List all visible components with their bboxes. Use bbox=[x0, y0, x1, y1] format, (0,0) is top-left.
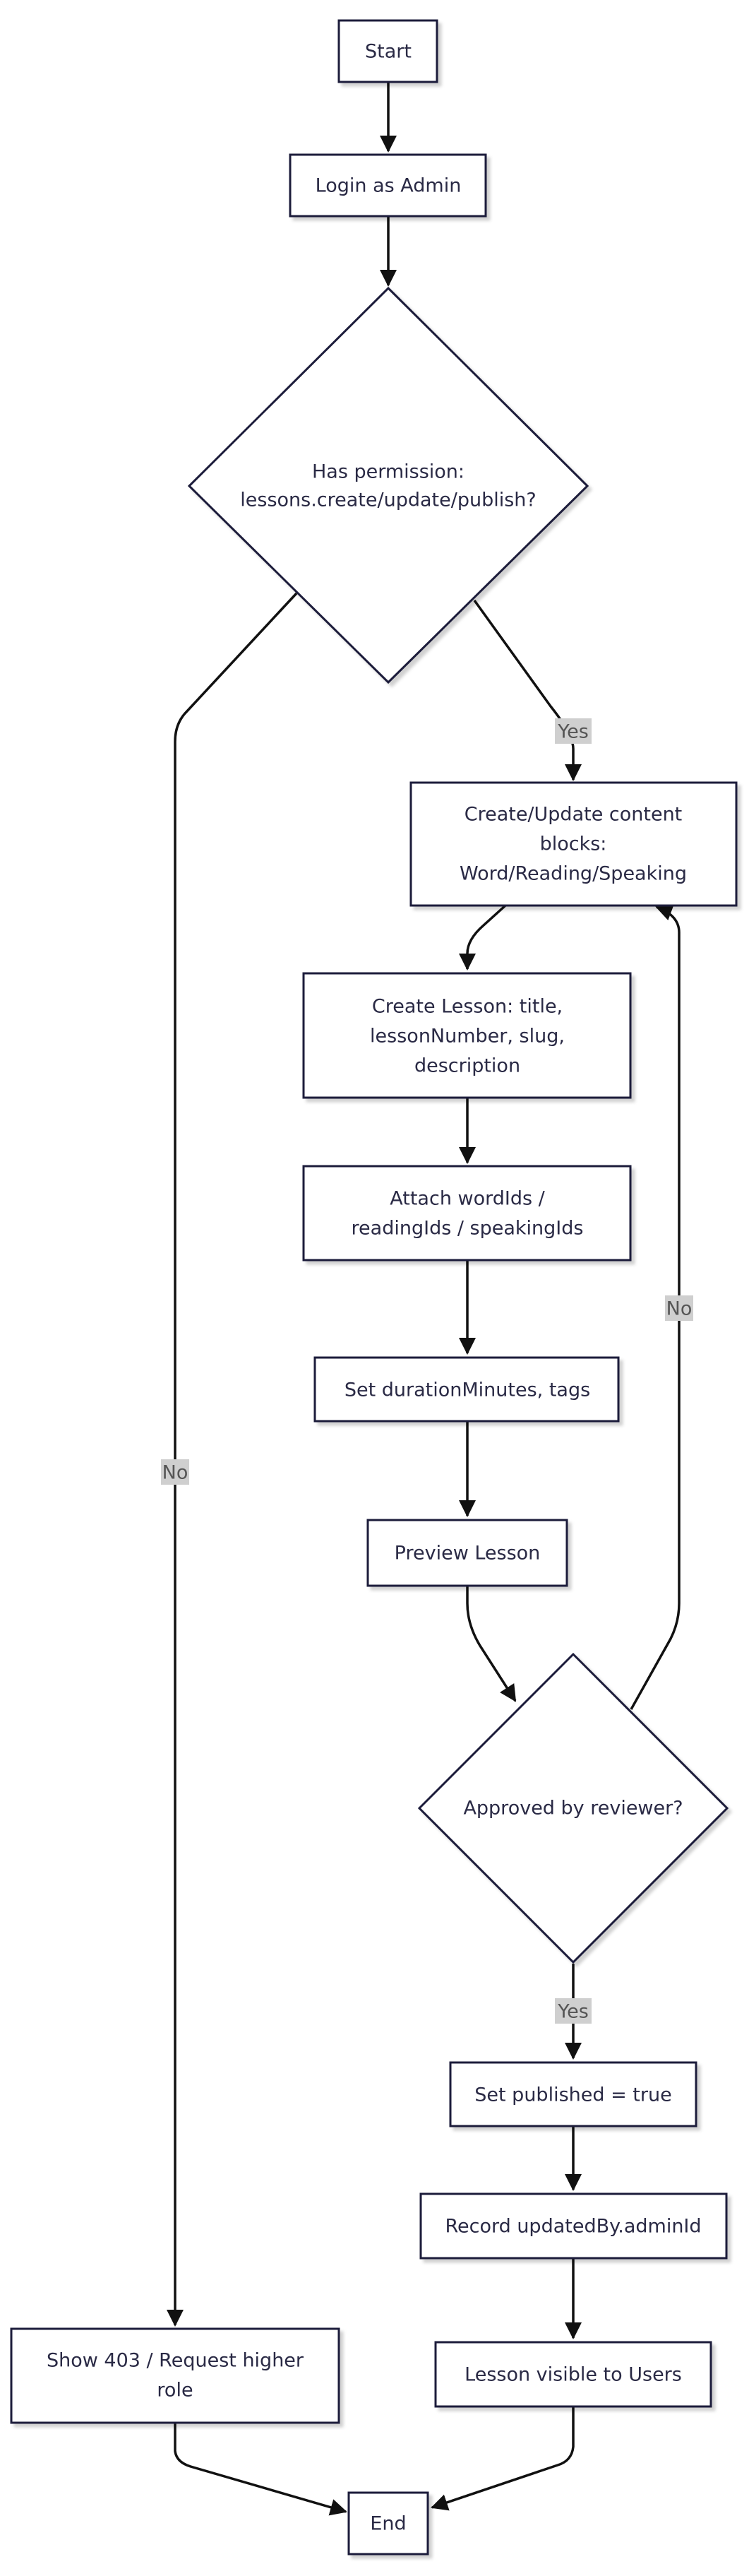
node-permission-label-1: Has permission: bbox=[312, 461, 465, 483]
edge-label-bg bbox=[555, 718, 592, 744]
node-attach-ids-label-1: Attach wordIds / bbox=[390, 1188, 545, 1210]
node-start: Start bbox=[337, 19, 438, 83]
node-visible-label: Lesson visible to Users bbox=[465, 2364, 682, 2386]
edges bbox=[167, 82, 681, 2516]
node-create-lesson-label-2: lessonNumber, slug, bbox=[370, 1026, 565, 1047]
nodes: Start Login as Admin Has permission: les… bbox=[10, 19, 738, 2556]
node-approved-label: Approved by reviewer? bbox=[463, 1798, 683, 1820]
node-preview: Preview Lesson bbox=[366, 1519, 568, 1587]
node-permission: Has permission: lessons.create/update/pu… bbox=[187, 286, 589, 684]
node-attach-ids: Attach wordIds / readingIds / speakingId… bbox=[302, 1165, 632, 1262]
node-visible: Lesson visible to Users bbox=[434, 2341, 712, 2408]
edge-label-bg bbox=[665, 1295, 693, 1321]
node-content-blocks-label-1: Create/Update content bbox=[465, 804, 683, 826]
edge-permission-no bbox=[167, 592, 298, 2327]
edge-visible-end bbox=[431, 2406, 575, 2511]
node-show-403-label-2: role bbox=[157, 2380, 193, 2402]
node-set-duration: Set durationMinutes, tags bbox=[313, 1356, 620, 1423]
node-attach-ids-label-2: readingIds / speakingIds bbox=[352, 1218, 584, 1240]
edge-label-bg bbox=[161, 1459, 189, 1485]
edge-preview-approved bbox=[466, 1586, 517, 1702]
node-login-label: Login as Admin bbox=[316, 175, 462, 197]
node-set-published: Set published = true bbox=[449, 2061, 697, 2127]
node-show-403: Show 403 / Request higher role bbox=[10, 2327, 340, 2424]
edge-show403-end bbox=[174, 2423, 347, 2516]
node-create-lesson-label-3: description bbox=[414, 1055, 520, 1077]
edge-label-approved-no: No bbox=[666, 1298, 693, 1320]
node-preview-label: Preview Lesson bbox=[395, 1543, 541, 1565]
node-show-403-label-1: Show 403 / Request higher bbox=[47, 2350, 304, 2372]
edge-permission-yes bbox=[473, 599, 582, 781]
node-login: Login as Admin bbox=[289, 153, 487, 218]
node-content-blocks-label-3: Word/Reading/Speaking bbox=[460, 863, 687, 885]
node-create-lesson: Create Lesson: title, lessonNumber, slug… bbox=[302, 972, 632, 1099]
node-content-blocks: Create/Update content blocks: Word/Readi… bbox=[409, 781, 738, 907]
node-start-label: Start bbox=[365, 41, 412, 63]
node-end-label: End bbox=[370, 2513, 406, 2535]
edge-label-bg bbox=[555, 1998, 592, 2024]
edge-labels: Yes No No Yes bbox=[161, 718, 693, 2024]
node-end: End bbox=[347, 2491, 429, 2556]
node-record-updated: Record updatedBy.adminId bbox=[419, 2192, 728, 2260]
node-approved: Approved by reviewer? bbox=[417, 1652, 729, 1964]
edge-label-permission-yes: Yes bbox=[557, 721, 589, 743]
node-set-duration-label: Set durationMinutes, tags bbox=[344, 1379, 590, 1401]
node-permission-label-2: lessons.create/update/publish? bbox=[240, 489, 536, 511]
edge-approved-no bbox=[630, 904, 681, 1710]
edge-label-permission-no: No bbox=[162, 1462, 188, 1484]
edge-content-createlesson bbox=[459, 904, 507, 971]
edge-label-approved-yes: Yes bbox=[557, 2001, 589, 2023]
node-content-blocks-label-2: blocks: bbox=[540, 833, 607, 855]
node-record-updated-label: Record updatedBy.adminId bbox=[445, 2216, 701, 2238]
node-set-published-label: Set published = true bbox=[474, 2084, 671, 2106]
node-create-lesson-label-1: Create Lesson: title, bbox=[372, 996, 563, 1018]
